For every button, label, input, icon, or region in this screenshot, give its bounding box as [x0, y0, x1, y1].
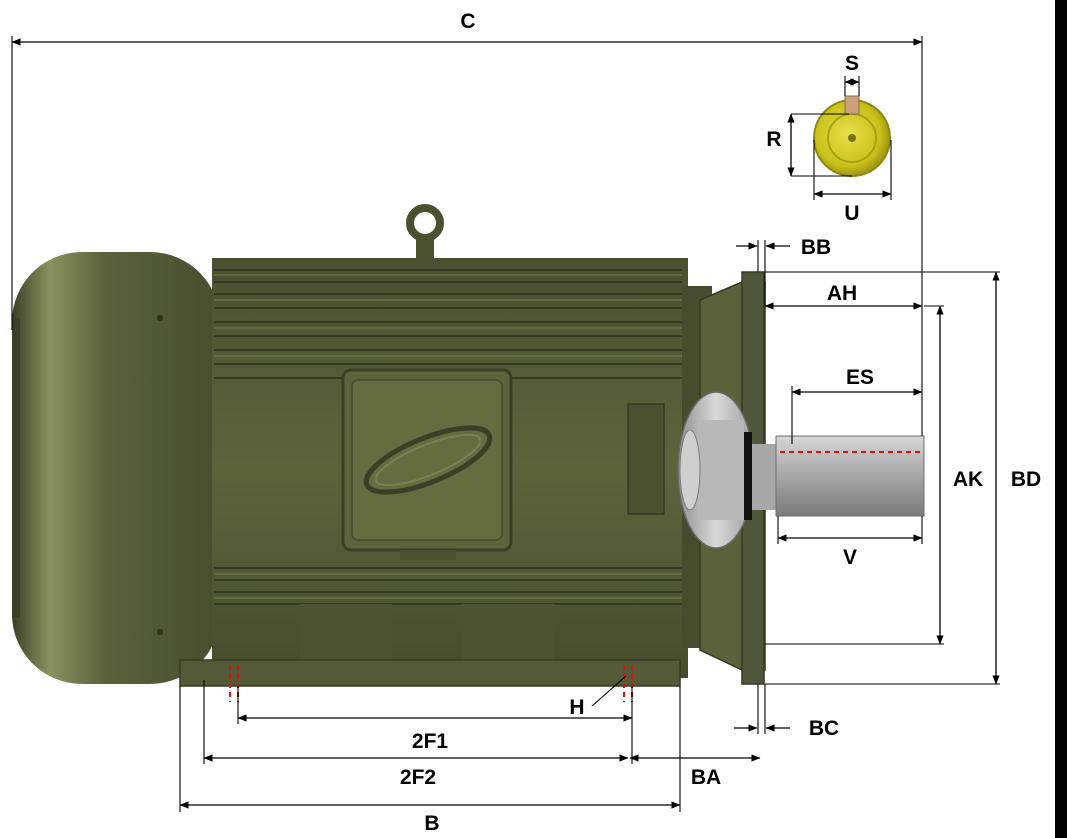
label-c: C — [460, 10, 475, 33]
dimension-b — [179, 686, 681, 812]
label-bb: BB — [801, 236, 831, 259]
motor-body — [12, 204, 925, 687]
right-border-bar — [1055, 0, 1067, 838]
terminal-box — [341, 368, 513, 560]
dimension-c — [11, 36, 923, 436]
label-2f2: 2F2 — [400, 766, 436, 789]
dimension-2f2 — [203, 680, 629, 764]
label-bc: BC — [809, 717, 839, 740]
label-b: B — [424, 812, 439, 835]
label-v: V — [843, 546, 857, 569]
dimension-bc — [734, 684, 790, 734]
dimension-bd — [765, 271, 1000, 685]
lifting-eye — [406, 204, 444, 260]
dimension-es — [791, 386, 923, 444]
label-s: S — [845, 52, 859, 75]
label-2f1: 2F1 — [412, 730, 449, 753]
shaft-end-view — [787, 76, 892, 200]
cooling-fins — [214, 269, 682, 605]
label-ba: BA — [691, 766, 721, 789]
label-ak: AK — [953, 468, 983, 491]
dimension-v — [777, 516, 923, 544]
bearing-hub — [677, 391, 755, 549]
label-u: U — [844, 202, 859, 225]
shaft-key — [844, 95, 860, 115]
dimension-h — [591, 675, 627, 707]
label-bd: BD — [1011, 468, 1041, 491]
label-h: H — [569, 696, 584, 719]
dimension-2f1 — [237, 686, 633, 764]
dimension-ak — [765, 305, 944, 645]
shaft — [752, 435, 925, 517]
rear-end-cap — [12, 252, 220, 684]
label-es: ES — [846, 366, 874, 389]
shaft-seal — [744, 432, 752, 520]
dimension-bb — [736, 240, 790, 306]
mounting-feet — [179, 604, 681, 687]
label-r: R — [766, 128, 781, 151]
label-ah: AH — [827, 282, 857, 305]
